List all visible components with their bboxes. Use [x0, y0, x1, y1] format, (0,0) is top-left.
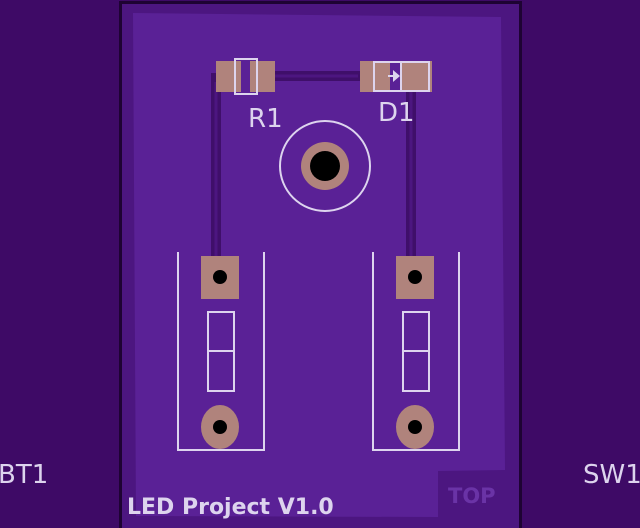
bt1-label: BT1: [0, 460, 48, 490]
trace-centers: [214, 74, 413, 256]
r1-label: R1: [248, 104, 283, 134]
r1-pad-2: [250, 61, 275, 92]
r1-silkscreen-body: [234, 58, 258, 95]
bt1-silkscreen-outline: [177, 252, 265, 451]
d1-pad-2: [402, 61, 432, 92]
diode-d1-footprint[interactable]: [360, 61, 432, 92]
r1-pad-1: [216, 61, 241, 92]
diode-symbol-icon: [393, 70, 400, 82]
sw1-label: SW1: [583, 460, 640, 490]
mounting-hole-drill: [310, 151, 340, 181]
mounting-hole: [279, 120, 371, 212]
copper-pour: [133, 13, 505, 517]
d1-label: D1: [378, 98, 415, 128]
switch-sw1-footprint[interactable]: [372, 252, 460, 451]
battery-bt1-footprint[interactable]: [177, 252, 265, 451]
sw1-silkscreen-outline: [372, 252, 460, 451]
board-title: LED Project V1.0: [127, 495, 334, 520]
layer-label: TOP: [448, 484, 496, 508]
resistor-r1-footprint[interactable]: [216, 58, 275, 95]
